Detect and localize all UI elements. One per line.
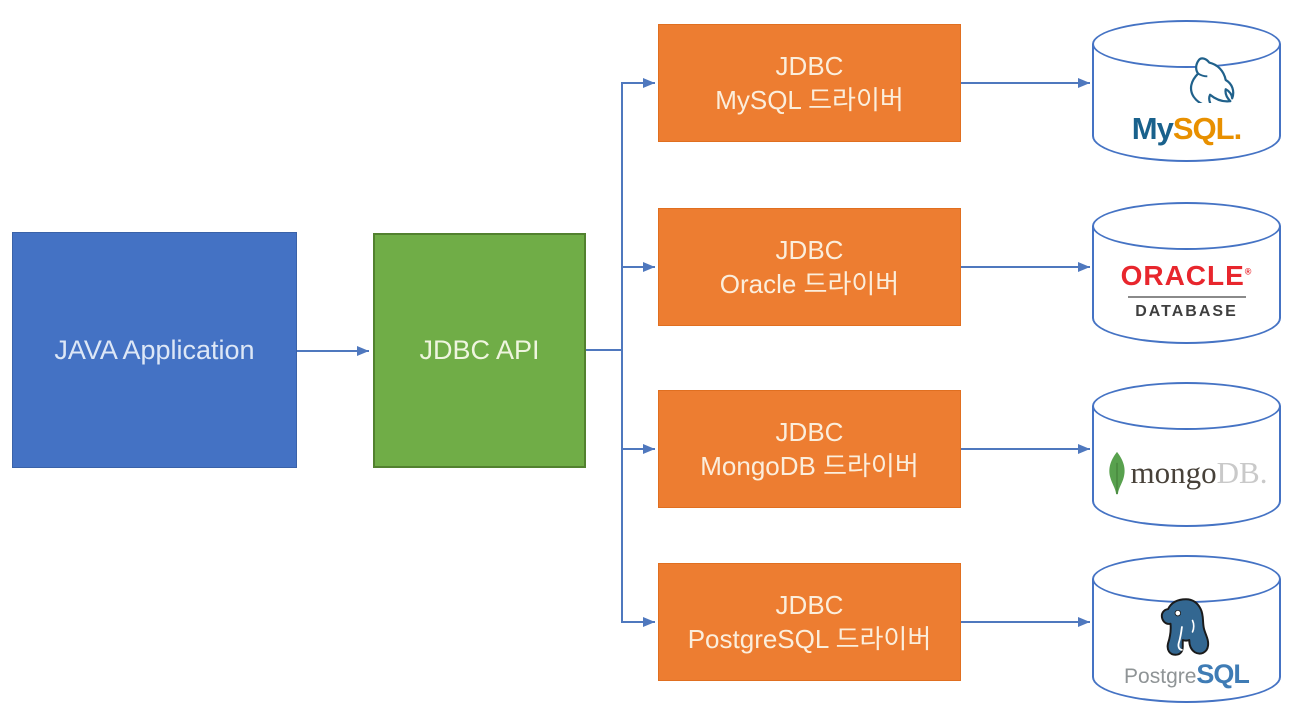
driver-label-line1: JDBC — [775, 234, 844, 265]
mongodb-leaf-icon — [1108, 451, 1125, 494]
database-mongodb: mongoDB. — [1092, 382, 1281, 527]
jdbc-api-label: JDBC API — [419, 335, 540, 365]
jdbc-api-box: JDBC API — [373, 233, 586, 468]
database-oracle: ORACLE® DATABASE — [1092, 202, 1281, 344]
driver-label-line2: MySQL 드라이버 — [715, 85, 904, 115]
driver-label-line2: PostgreSQL 드라이버 — [687, 624, 932, 654]
driver-label-line2: Oracle 드라이버 — [719, 269, 900, 299]
driver-label-line2: MongoDB 드라이버 — [700, 451, 919, 481]
mysql-dolphin-icon — [1189, 57, 1234, 103]
java-application-box: JAVA Application — [12, 232, 297, 468]
driver-box-mongodb: JDBC MongoDB 드라이버 — [658, 390, 961, 508]
mysql-logo: MySQL. — [1109, 57, 1265, 149]
driver-label-line1: JDBC — [775, 589, 844, 620]
cylinder-rim — [1092, 382, 1281, 430]
java-application-label: JAVA Application — [54, 334, 255, 365]
driver-box-postgresql: JDBC PostgreSQL 드라이버 — [658, 563, 961, 681]
mysql-wordmark: MySQL. — [1131, 111, 1242, 146]
oracle-divider — [1127, 295, 1246, 298]
oracle-wordmark: ORACLE® — [1120, 259, 1253, 291]
driver-box-oracle: JDBC Oracle 드라이버 — [658, 208, 961, 326]
mongodb-logo: mongoDB. — [1106, 448, 1268, 498]
driver-label-line1: JDBC — [775, 50, 844, 81]
driver-box-mysql: JDBC MySQL 드라이버 — [658, 24, 961, 142]
oracle-logo: ORACLE® DATABASE — [1121, 260, 1253, 321]
postgresql-elephant-icon — [1161, 598, 1210, 656]
cylinder-rim — [1092, 202, 1281, 250]
database-mysql: MySQL. — [1092, 20, 1281, 162]
driver-label-line1: JDBC — [775, 416, 844, 447]
mongodb-wordmark: mongoDB. — [1130, 454, 1268, 490]
cylinder-rim — [1092, 20, 1281, 68]
oracle-database-label: DATABASE — [1135, 302, 1238, 320]
